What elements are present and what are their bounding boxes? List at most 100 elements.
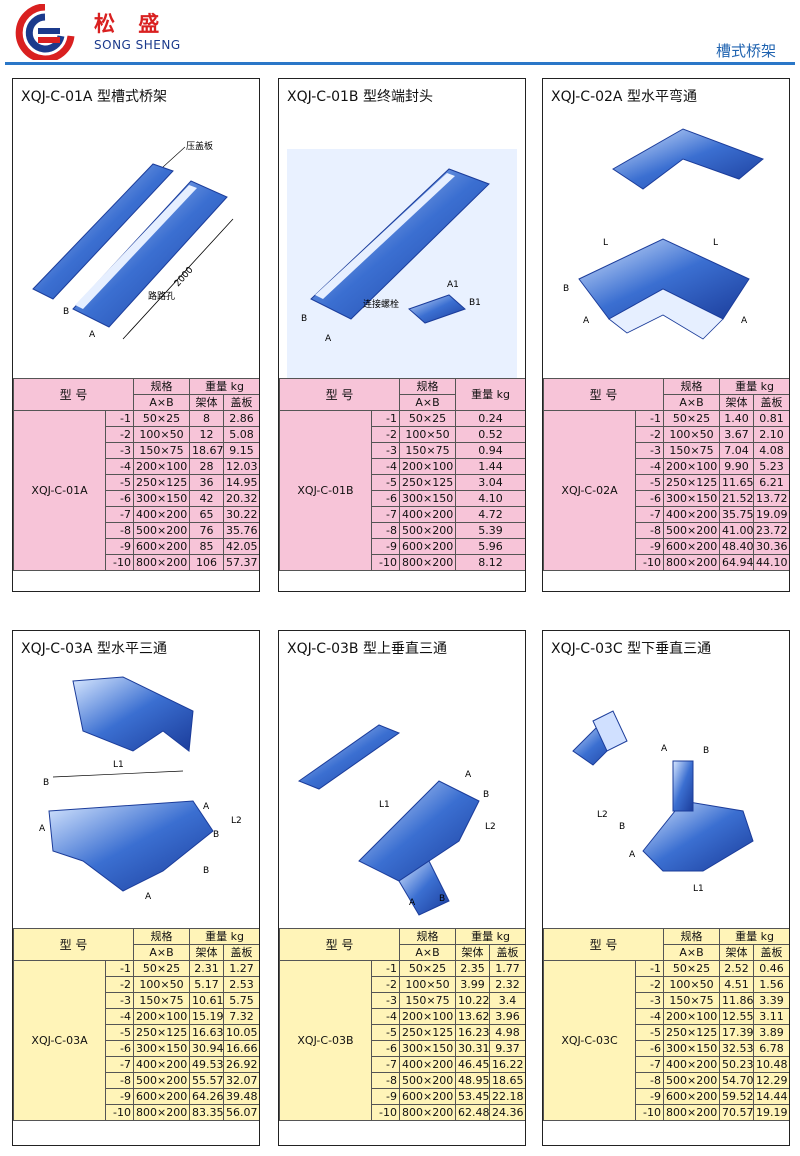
weight-cell: 11.65 bbox=[719, 474, 755, 491]
spec-cell: 150×75 bbox=[399, 992, 457, 1009]
weight-cell: 3.04 bbox=[455, 474, 525, 491]
weight-cell: 2.86 bbox=[223, 410, 259, 427]
label-a-bottom: A bbox=[409, 898, 416, 908]
suffix-cell: -9 bbox=[370, 538, 401, 555]
label-b: B bbox=[301, 314, 307, 324]
label-b-bottom: B bbox=[203, 866, 209, 876]
label-bolt: 连接螺栓 bbox=[363, 298, 399, 310]
weight-cell: 46.45 bbox=[455, 1056, 491, 1073]
suffix-cell: -5 bbox=[370, 1024, 401, 1041]
weight-cell: 10.48 bbox=[753, 1056, 789, 1073]
col-frame: 架体 bbox=[719, 394, 755, 411]
weight-cell: 32.53 bbox=[719, 1040, 755, 1057]
spec-cell: 50×25 bbox=[663, 410, 721, 427]
suffix-cell: -2 bbox=[634, 976, 665, 993]
label-a-left: A bbox=[39, 824, 46, 834]
suffix-cell: -1 bbox=[104, 960, 135, 977]
weight-cell: 8 bbox=[189, 410, 225, 427]
weight-cell: 13.72 bbox=[753, 490, 789, 507]
spec-cell: 400×200 bbox=[399, 1056, 457, 1073]
spec-cell: 400×200 bbox=[663, 506, 721, 523]
spec-cell: 800×200 bbox=[663, 1104, 721, 1121]
suffix-cell: -2 bbox=[104, 976, 135, 993]
label-b-left: B bbox=[619, 822, 625, 832]
col-frame: 架体 bbox=[455, 944, 491, 961]
label-b-top: B bbox=[483, 790, 489, 800]
spec-cell: 150×75 bbox=[663, 992, 721, 1009]
weight-cell: 3.67 bbox=[719, 426, 755, 443]
label-a1: A1 bbox=[447, 280, 459, 290]
weight-cell: 12 bbox=[189, 426, 225, 443]
panel-title: XQJ-C-01B 型终端封头 bbox=[287, 89, 433, 105]
weight-cell: 14.44 bbox=[753, 1088, 789, 1105]
col-spec: 规格 bbox=[133, 928, 191, 945]
col-weight: 重量 kg bbox=[455, 928, 525, 945]
suffix-cell: -7 bbox=[104, 506, 135, 523]
spec-cell: 600×200 bbox=[399, 538, 457, 555]
suffix-cell: -6 bbox=[634, 1040, 665, 1057]
weight-cell: 1.27 bbox=[223, 960, 259, 977]
weight-cell: 10.05 bbox=[223, 1024, 259, 1041]
weight-cell: 64.94 bbox=[719, 554, 755, 571]
suffix-cell: -9 bbox=[634, 1088, 665, 1105]
end-cap-illustration: 连接螺栓 A1 B1 B A bbox=[287, 149, 517, 379]
spec-cell: 200×100 bbox=[663, 458, 721, 475]
suffix-cell: -3 bbox=[370, 992, 401, 1009]
spec-cell: 500×200 bbox=[663, 522, 721, 539]
weight-cell: 14.95 bbox=[223, 474, 259, 491]
spec-cell: 50×25 bbox=[399, 410, 457, 427]
weight-cell: 35.75 bbox=[719, 506, 755, 523]
model-cell: XQJ-C-01B bbox=[279, 410, 372, 571]
category-title: 槽式桥架 bbox=[715, 42, 776, 60]
col-cover: 盖板 bbox=[753, 944, 789, 961]
suffix-cell: -1 bbox=[104, 410, 135, 427]
weight-cell: 20.32 bbox=[223, 490, 259, 507]
spec-cell: 250×125 bbox=[663, 474, 721, 491]
spec-cell: 500×200 bbox=[399, 1072, 457, 1089]
spec-cell: 100×50 bbox=[399, 426, 457, 443]
weight-cell: 0.46 bbox=[753, 960, 789, 977]
suffix-cell: -4 bbox=[634, 458, 665, 475]
suffix-cell: -10 bbox=[104, 1104, 135, 1121]
spec-cell: 150×75 bbox=[663, 442, 721, 459]
weight-cell: 1.56 bbox=[753, 976, 789, 993]
spec-cell: 600×200 bbox=[663, 538, 721, 555]
weight-cell: 16.63 bbox=[189, 1024, 225, 1041]
suffix-cell: -10 bbox=[634, 1104, 665, 1121]
weight-cell: 4.72 bbox=[455, 506, 525, 523]
weight-cell: 3.99 bbox=[455, 976, 491, 993]
weight-cell: 28 bbox=[189, 458, 225, 475]
label-b: B bbox=[563, 284, 569, 294]
weight-cell: 19.09 bbox=[753, 506, 789, 523]
weight-cell: 0.94 bbox=[455, 442, 525, 459]
weight-cell: 2.32 bbox=[489, 976, 525, 993]
weight-cell: 36 bbox=[189, 474, 225, 491]
weight-cell: 76 bbox=[189, 522, 225, 539]
weight-cell: 54.70 bbox=[719, 1072, 755, 1089]
label-length: 2000 bbox=[173, 265, 196, 289]
weight-cell: 55.57 bbox=[189, 1072, 225, 1089]
weight-cell: 2.10 bbox=[753, 426, 789, 443]
spec-cell: 800×200 bbox=[399, 554, 457, 571]
panel-title: XQJ-C-02A 型水平弯通 bbox=[551, 89, 697, 105]
vertical-up-tee-illustration: L1 A B L2 A B bbox=[297, 724, 496, 916]
weight-cell: 30.94 bbox=[189, 1040, 225, 1057]
suffix-cell: -3 bbox=[104, 992, 135, 1009]
product-panel-01a: XQJ-C-01A 型槽式桥架 2000 压盖板 路路孔 B A 型 号 规格 … bbox=[12, 78, 260, 592]
spec-cell: 250×125 bbox=[663, 1024, 721, 1041]
weight-cell: 85 bbox=[189, 538, 225, 555]
product-panel-01b: XQJ-C-01B 型终端封头 连接螺栓 A1 B1 B A 型 号 规格 重量… bbox=[278, 78, 526, 592]
